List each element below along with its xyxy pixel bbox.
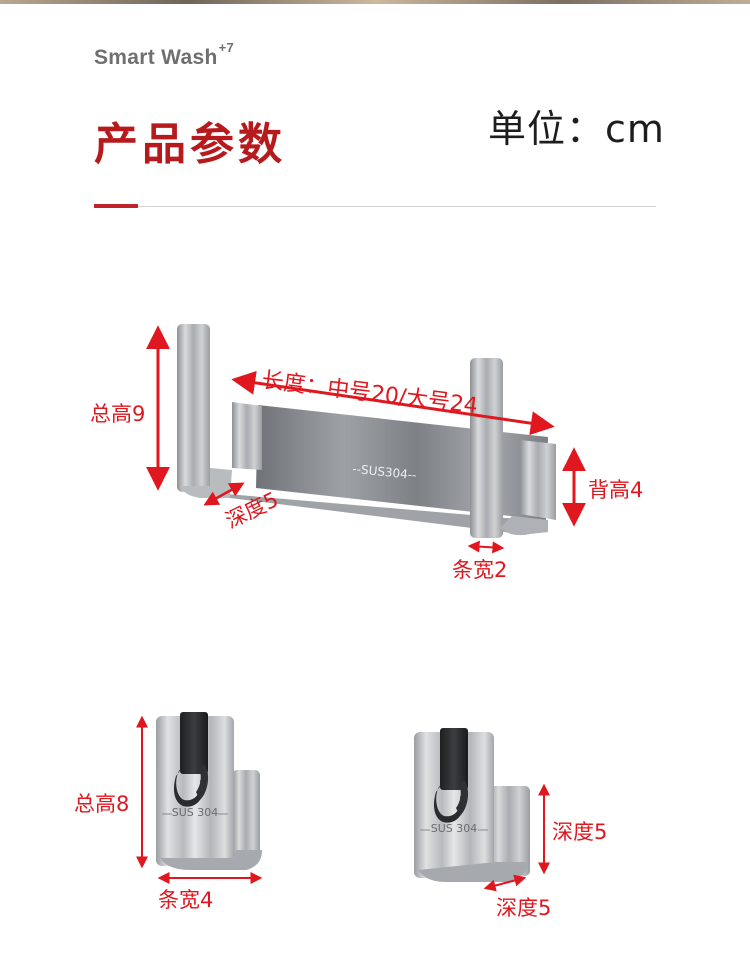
engraving-hook-right: SUS 304 [431,822,478,835]
label-hook-right-bottom: 深度5 [496,896,552,920]
label-back-height: 背高4 [588,478,644,502]
hook-right [414,728,530,882]
label-strip-width: 条宽2 [452,558,508,582]
top-photo-strip [0,0,750,4]
arrow-strip-width [467,540,505,554]
label-total-height: 总高9 [90,402,146,426]
arrow-length [231,370,555,436]
divider-line [94,206,656,207]
label-hook-right-depth: 深度5 [552,820,608,844]
engraving-main: --SUS304-- [352,462,417,483]
brand-name: Smart Wash+7 [94,40,235,69]
label-hook-left-height: 总高8 [74,792,130,816]
arrow-depth [203,482,245,506]
engraving-hook-left: SUS 304 [172,806,219,819]
unit-label: 单位：cm [488,107,665,151]
brand-superscript: +7 [218,40,235,55]
label-hook-left-width: 条宽4 [158,888,214,912]
arrow-hook-right-bottom [483,874,527,892]
hook-left [156,712,262,870]
page-title: 产品参数 [94,119,286,170]
divider-accent [94,204,138,208]
